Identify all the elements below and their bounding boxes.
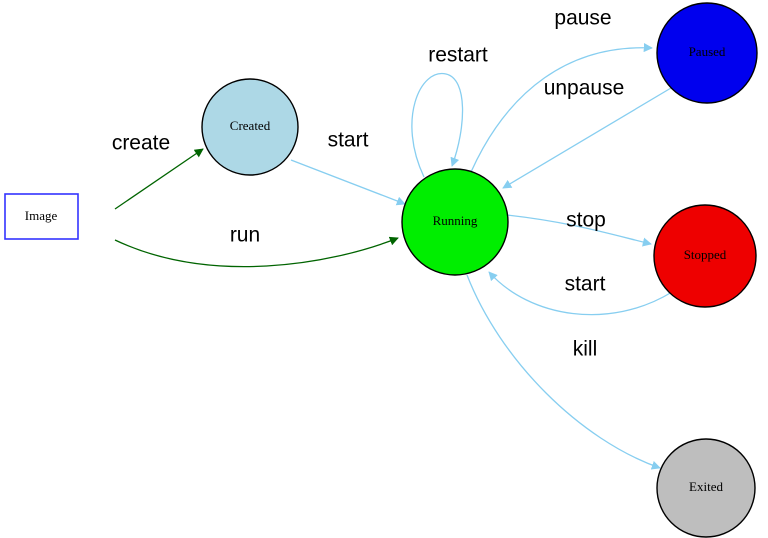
edge-kill-path bbox=[466, 274, 661, 470]
edge-label-start-created: start bbox=[328, 129, 369, 152]
edge-pause[interactable] bbox=[470, 43, 653, 173]
node-image-shape bbox=[4, 193, 79, 240]
node-stopped-shape bbox=[653, 204, 757, 308]
edge-label-create: create bbox=[112, 132, 170, 155]
edge-label-start-stopped: start bbox=[565, 273, 606, 296]
edge-stop-path bbox=[506, 214, 652, 247]
node-running[interactable]: Running bbox=[401, 168, 509, 276]
edge-pause-path bbox=[470, 43, 653, 173]
node-exited-label: Exited bbox=[689, 479, 723, 494]
node-exited-shape bbox=[656, 438, 756, 538]
edge-label-pause: pause bbox=[554, 7, 611, 30]
edge-label-layer: create run start restart pause unpause s… bbox=[112, 7, 624, 361]
edge-create[interactable] bbox=[114, 148, 204, 210]
edge-kill[interactable] bbox=[466, 274, 661, 470]
edge-label-run: run bbox=[230, 224, 260, 247]
node-created-shape bbox=[201, 78, 299, 176]
node-created-label: Created bbox=[230, 118, 271, 133]
edge-restart-path bbox=[411, 72, 464, 178]
node-created[interactable]: Created bbox=[201, 78, 299, 176]
edge-run[interactable] bbox=[114, 236, 399, 268]
edge-unpause[interactable] bbox=[502, 87, 672, 189]
node-running-shape bbox=[401, 168, 509, 276]
edge-label-stop: stop bbox=[566, 209, 606, 232]
node-paused-label: Paused bbox=[689, 44, 726, 59]
edge-start-stopped[interactable] bbox=[488, 271, 673, 316]
edge-start-stopped-path bbox=[488, 271, 673, 316]
node-running-label: Running bbox=[433, 213, 478, 228]
node-stopped[interactable]: Stopped bbox=[653, 204, 757, 308]
node-image[interactable]: Image bbox=[4, 193, 79, 240]
edge-layer bbox=[114, 43, 673, 470]
edge-start-created-path bbox=[290, 159, 406, 206]
node-layer: Image Created Running Paused Stopped Exi bbox=[4, 2, 758, 538]
edge-unpause-path bbox=[502, 87, 672, 189]
edge-run-path bbox=[114, 236, 399, 268]
edge-restart[interactable] bbox=[411, 72, 464, 178]
node-image-label: Image bbox=[25, 208, 58, 223]
edge-label-kill: kill bbox=[573, 338, 598, 361]
edge-label-unpause: unpause bbox=[544, 77, 625, 100]
node-paused-shape bbox=[656, 2, 758, 104]
edge-start-created[interactable] bbox=[290, 159, 406, 206]
edge-stop[interactable] bbox=[506, 214, 652, 247]
edge-label-restart: restart bbox=[428, 44, 488, 67]
node-paused[interactable]: Paused bbox=[656, 2, 758, 104]
node-stopped-label: Stopped bbox=[684, 247, 727, 262]
node-exited[interactable]: Exited bbox=[656, 438, 756, 538]
edge-create-path bbox=[114, 148, 204, 210]
